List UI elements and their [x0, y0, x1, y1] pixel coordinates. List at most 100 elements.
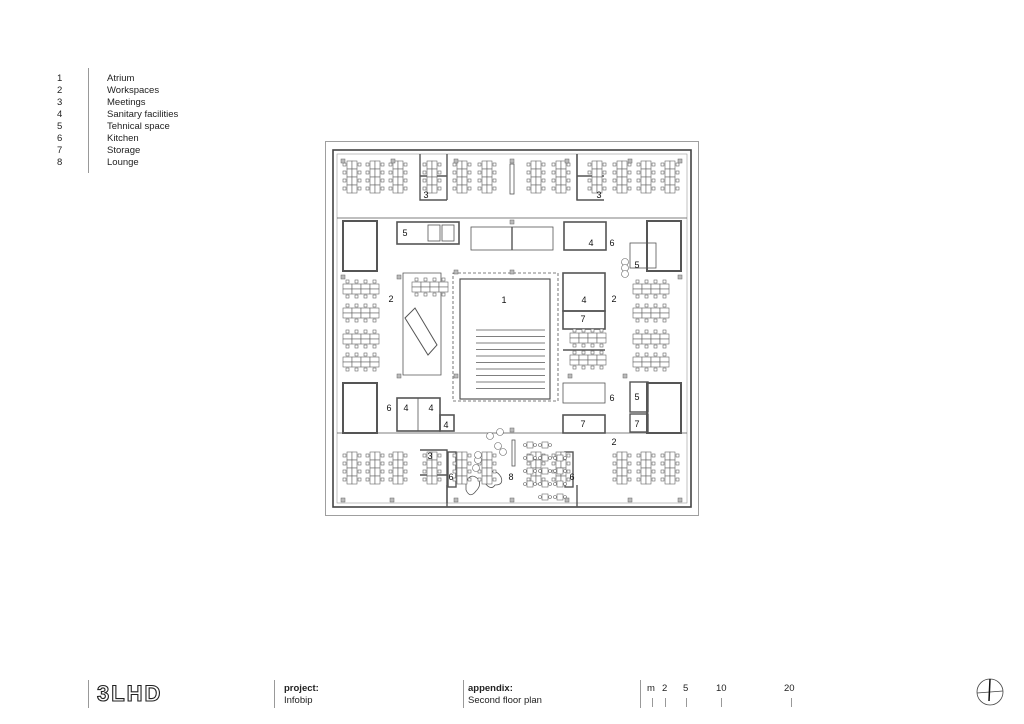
structural-column [453, 373, 459, 379]
stool [486, 432, 494, 440]
scale-tick [652, 698, 653, 707]
structural-column [509, 269, 515, 275]
room-number-label: 4 [403, 403, 408, 413]
lounge-table [538, 480, 552, 488]
room-number-label: 2 [388, 294, 393, 304]
structural-column [509, 158, 515, 164]
desk-cluster [452, 160, 472, 194]
scale-label: 2 [662, 683, 668, 694]
structural-column [396, 274, 402, 280]
scale-label: 5 [683, 683, 689, 694]
structural-column [564, 497, 570, 503]
room-number-label: 6 [609, 393, 614, 403]
footer-divider [463, 680, 464, 708]
room-number-label: 4 [443, 420, 448, 430]
structural-column [509, 427, 515, 433]
desk-cluster [587, 160, 607, 194]
footer-divider [88, 680, 89, 708]
legend-number: 8 [57, 157, 63, 168]
room-number-label: 6 [569, 472, 574, 482]
plan-frame [325, 141, 699, 516]
lounge-table [523, 480, 537, 488]
lounge-table [523, 441, 537, 449]
footer-divider [274, 680, 275, 708]
desk-cluster [452, 451, 472, 485]
appendix-value: Second floor plan [468, 695, 542, 706]
legend-divider [88, 68, 89, 173]
building-outline [332, 149, 692, 508]
north-arrow-icon [976, 678, 1004, 706]
stool [621, 270, 629, 278]
desk-cluster [342, 451, 362, 485]
desk-cluster [632, 352, 670, 372]
room-number-label: 6 [386, 403, 391, 413]
project-value: Infobip [284, 695, 313, 706]
desk-cluster [612, 160, 632, 194]
structural-column [677, 497, 683, 503]
legend-number: 5 [57, 121, 63, 132]
room-number-label: 3 [596, 190, 601, 200]
room-number-label: 1 [501, 295, 506, 305]
scale-label: 10 [716, 683, 727, 694]
desk-cluster [342, 279, 380, 299]
room-number-label: 7 [634, 419, 639, 429]
desk-cluster [636, 451, 656, 485]
desk-cluster [422, 160, 442, 194]
structural-column [396, 373, 402, 379]
room-number-label: 4 [588, 238, 593, 248]
desk-cluster [342, 352, 380, 372]
legend-number: 7 [57, 145, 63, 156]
desk-cluster [551, 160, 571, 194]
structural-column [622, 373, 628, 379]
legend-label: Meetings [107, 97, 146, 108]
desk-cluster [526, 160, 546, 194]
appendix-label: appendix: [468, 683, 513, 694]
room-number-label: 5 [634, 260, 639, 270]
lounge-table [538, 493, 552, 501]
desk-cluster [388, 160, 408, 194]
desk-cluster [636, 160, 656, 194]
legend-number: 3 [57, 97, 63, 108]
structural-column [390, 158, 396, 164]
lounge-table [538, 454, 552, 462]
structural-column [389, 497, 395, 503]
desk-cluster [660, 160, 680, 194]
legend-number: 4 [57, 109, 63, 120]
room-number-label: 3 [423, 190, 428, 200]
legend-number: 2 [57, 85, 63, 96]
structural-column [453, 158, 459, 164]
desk-cluster [411, 277, 449, 297]
project-label: project: [284, 683, 319, 694]
desk-cluster [569, 328, 607, 348]
legend-label: Workspaces [107, 85, 160, 96]
desk-cluster [342, 303, 380, 323]
lounge-table [538, 467, 552, 475]
structural-column [509, 497, 515, 503]
lounge-table [553, 467, 567, 475]
logo-3lhd: 3LHD [96, 682, 161, 704]
stool [499, 448, 507, 456]
desk-cluster [342, 329, 380, 349]
scale-tick [665, 698, 666, 707]
room-number-label: 6 [448, 472, 453, 482]
stool [474, 451, 482, 459]
room-number-label: 4 [581, 295, 586, 305]
structural-column [677, 274, 683, 280]
room-number-label: 7 [580, 419, 585, 429]
lounge-table [523, 467, 537, 475]
structural-column [453, 497, 459, 503]
scale-unit: m [647, 683, 655, 694]
room-number-label: 5 [634, 392, 639, 402]
desk-cluster [477, 451, 497, 485]
desk-cluster [342, 160, 362, 194]
legend-label: Lounge [107, 157, 139, 168]
scale-tick [686, 698, 687, 707]
desk-cluster [365, 160, 385, 194]
room-number-label: 6 [609, 238, 614, 248]
room-number-label: 7 [580, 314, 585, 324]
structural-column [567, 373, 573, 379]
lounge-table [523, 454, 537, 462]
legend-label: Kitchen [107, 133, 139, 144]
lounge-table [553, 454, 567, 462]
structural-column [340, 158, 346, 164]
